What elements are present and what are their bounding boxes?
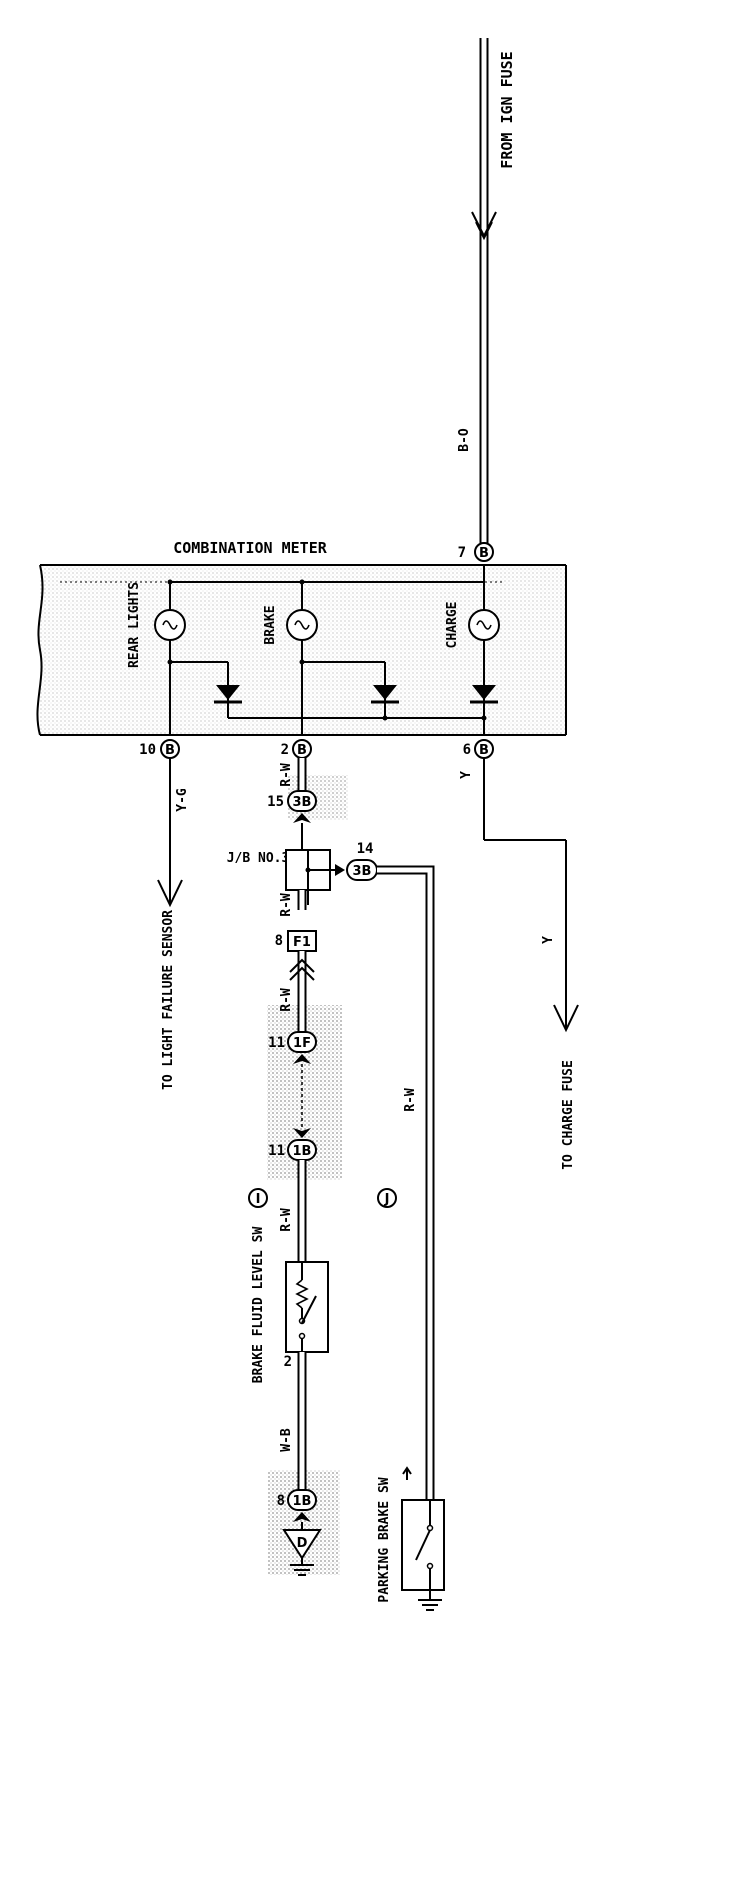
wire-y-g	[157, 758, 183, 908]
connector-8-1b	[287, 1489, 317, 1511]
connector-arrow-14	[335, 864, 345, 876]
connector-arrow-8	[293, 1512, 311, 1522]
pin-8: 8	[275, 933, 283, 949]
connector-arrow-1b	[293, 1128, 311, 1138]
connector-15-3b-letter: 3B	[293, 795, 312, 810]
connector-15-3b	[287, 790, 317, 812]
location-marker-j-letter: J	[384, 1192, 390, 1207]
location-marker-i-letter: I	[256, 1192, 261, 1207]
wire-color-r-w-jb: R-W	[279, 893, 294, 917]
wire-color-y-g: Y-G	[175, 788, 190, 812]
location-marker-j	[377, 1188, 397, 1208]
lamp-charge	[468, 609, 500, 641]
pin-2: 2	[281, 742, 289, 758]
pin-14: 14	[357, 841, 374, 857]
ground-letter: D	[297, 1536, 308, 1551]
brake-label: BRAKE	[263, 605, 278, 644]
lamp-brake	[286, 609, 318, 641]
location-marker-i	[248, 1188, 268, 1208]
pin-2-switch: 2	[284, 1354, 292, 1370]
charge-label: CHARGE	[445, 602, 460, 649]
connector-f1-letter: F1	[293, 935, 311, 950]
wire-color-w-b: W-B	[279, 1428, 294, 1452]
brake-fluid-level-sw-label: BRAKE FLUID LEVEL SW	[251, 1227, 266, 1384]
pin-11-1b: 11	[268, 1143, 285, 1159]
connector-7-b	[474, 542, 494, 562]
combination-meter-title: COMBINATION METER	[173, 539, 327, 557]
rear-lights-label: REAR LIGHTS	[127, 582, 142, 668]
wire-color-y-2: Y	[541, 936, 556, 944]
pin-8-1b: 8	[277, 1493, 285, 1509]
connector-8-1b-letter: 1B	[293, 1494, 312, 1509]
junction-block-text: J/B NO.3	[227, 851, 290, 866]
to-light-failure-sensor-label: TO LIGHT FAILURE SENSOR	[161, 910, 176, 1090]
wire-color-r-w-switch: R-W	[279, 1208, 294, 1232]
wire-color-y-1: Y	[459, 771, 474, 779]
wire-r-w-f1	[289, 951, 315, 1032]
connector-11-1f	[287, 1031, 317, 1053]
connector-arrow-15	[293, 813, 311, 823]
wire-color-r-w-parking: R-W	[403, 1088, 418, 1112]
connector-7-b-letter: B	[479, 546, 489, 561]
connector-6-b-letter: B	[479, 743, 489, 758]
diode-charge	[470, 685, 498, 704]
junction-block-label: J/B NO.3	[227, 851, 290, 866]
rear-lights-label-text: REAR LIGHTS	[127, 582, 142, 668]
connector-arrow-1f	[293, 1054, 311, 1064]
ground-point-d	[282, 1529, 322, 1576]
to-charge-fuse-label: TO CHARGE FUSE	[561, 1060, 576, 1170]
wire-color-b-o: B-O	[457, 428, 472, 452]
wire-color-r-w-top: R-W	[279, 763, 294, 787]
connector-10-b-letter: B	[165, 743, 175, 758]
brake-fluid-level-switch	[285, 1261, 329, 1353]
diode-rear	[214, 685, 242, 704]
connector-11-1b-letter: 1B	[293, 1144, 312, 1159]
wire-y-charge	[483, 758, 579, 1033]
pin-11-1f: 11	[268, 1035, 285, 1051]
connector-2-b-letter: B	[297, 743, 307, 758]
pin-10: 10	[139, 742, 156, 758]
parking-brake-sw-label: PARKING BRAKE SW	[377, 1477, 392, 1602]
lamp-rear-lights	[154, 609, 186, 641]
wire-color-r-w-f1: R-W	[279, 988, 294, 1012]
connector-14-3b-letter: 3B	[353, 864, 372, 879]
diode-brake	[371, 685, 399, 704]
wire-r-w-parking	[377, 865, 435, 1500]
connector-11-1f-letter: 1F	[293, 1036, 311, 1051]
from-ign-fuse-label: FROM IGN FUSE	[498, 51, 516, 168]
pin-6: 6	[463, 742, 471, 758]
ign-wire	[471, 36, 497, 545]
pin-15: 15	[267, 794, 284, 810]
pin-7: 7	[458, 545, 466, 561]
parking-brake-switch	[401, 1466, 445, 1611]
